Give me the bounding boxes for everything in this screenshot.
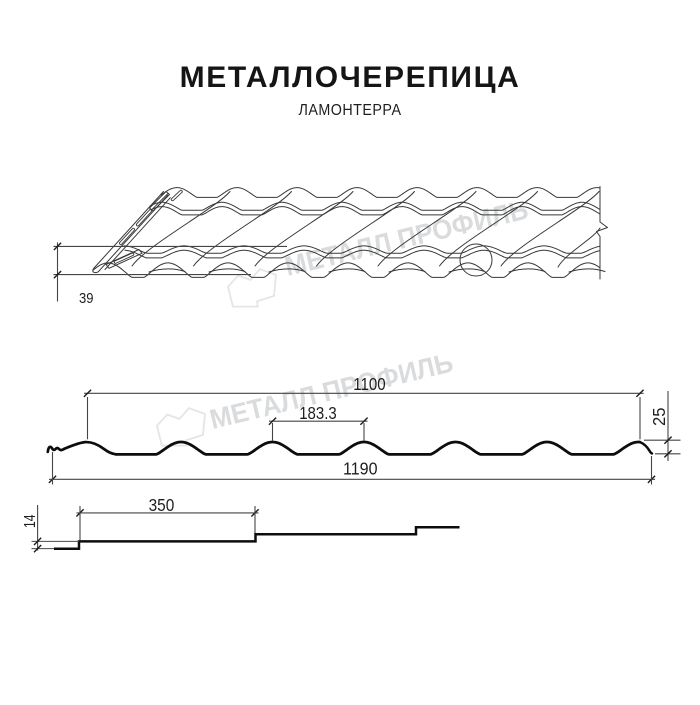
svg-text:1100: 1100 xyxy=(353,374,386,394)
svg-text:183.3: 183.3 xyxy=(299,403,337,423)
svg-text:25: 25 xyxy=(649,408,669,427)
svg-text:14: 14 xyxy=(22,514,39,528)
svg-text:ЛАМОНТЕРРА: ЛАМОНТЕРРА xyxy=(299,102,402,119)
svg-text:350: 350 xyxy=(149,495,175,515)
svg-text:1190: 1190 xyxy=(343,459,378,479)
svg-text:39: 39 xyxy=(79,290,94,307)
